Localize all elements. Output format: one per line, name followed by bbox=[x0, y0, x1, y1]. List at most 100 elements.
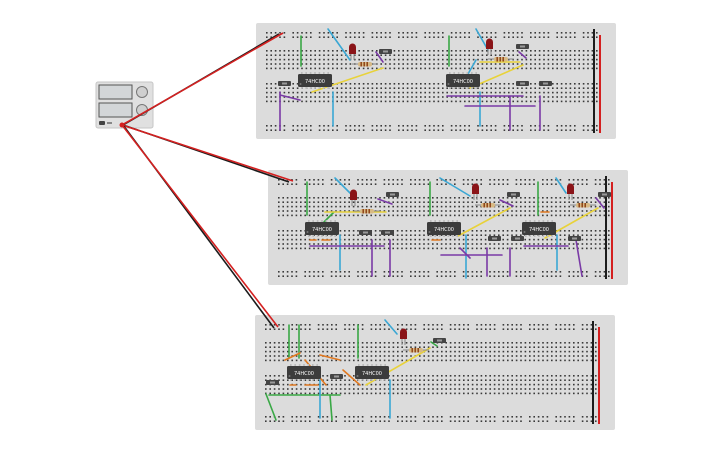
breadboard-hole[interactable] bbox=[376, 96, 378, 98]
breadboard-hole[interactable] bbox=[582, 91, 585, 94]
breadboard-hole[interactable] bbox=[335, 271, 337, 273]
breadboard-hole[interactable] bbox=[502, 214, 504, 217]
breadboard-hole[interactable] bbox=[330, 210, 333, 212]
breadboard-hole[interactable] bbox=[401, 379, 403, 381]
breadboard-hole[interactable] bbox=[362, 83, 365, 85]
breadboard-hole[interactable] bbox=[292, 83, 294, 85]
breadboard-hole[interactable] bbox=[450, 63, 453, 65]
breadboard-hole[interactable] bbox=[542, 328, 544, 330]
breadboard-hole[interactable] bbox=[590, 238, 592, 241]
breadboard-hole[interactable] bbox=[348, 205, 350, 208]
breadboard-hole[interactable] bbox=[383, 238, 386, 241]
breadboard-hole[interactable] bbox=[371, 129, 374, 131]
breadboard-hole[interactable] bbox=[300, 392, 302, 395]
breadboard-hole[interactable] bbox=[577, 275, 579, 277]
breadboard-hole[interactable] bbox=[520, 388, 522, 390]
breadboard-hole[interactable] bbox=[564, 210, 566, 212]
breadboard-hole[interactable] bbox=[423, 379, 425, 381]
breadboard-hole[interactable] bbox=[423, 324, 425, 326]
breadboard-hole[interactable] bbox=[498, 355, 500, 357]
breadboard-hole[interactable] bbox=[396, 210, 399, 212]
breadboard-hole[interactable] bbox=[392, 197, 394, 199]
breadboard-hole[interactable] bbox=[420, 96, 422, 98]
breadboard-hole[interactable] bbox=[332, 54, 334, 56]
breadboard-hole[interactable] bbox=[498, 275, 500, 277]
breadboard-hole[interactable] bbox=[344, 328, 346, 330]
breadboard-hole[interactable] bbox=[503, 96, 506, 98]
breadboard-hole[interactable] bbox=[564, 375, 566, 377]
breadboard-hole[interactable] bbox=[590, 197, 592, 199]
breadboard-hole[interactable] bbox=[440, 197, 443, 199]
breadboard-hole[interactable] bbox=[314, 54, 316, 56]
breadboard-hole[interactable] bbox=[590, 346, 593, 348]
breadboard-hole[interactable] bbox=[594, 183, 597, 185]
breadboard-hole[interactable] bbox=[357, 214, 359, 217]
breadboard-hole[interactable] bbox=[313, 243, 315, 245]
breadboard-hole[interactable] bbox=[480, 379, 483, 381]
breadboard-hole[interactable] bbox=[538, 54, 541, 56]
breadboard-hole[interactable] bbox=[291, 243, 293, 245]
breadboard-hole[interactable] bbox=[273, 355, 276, 357]
breadboard-hole[interactable] bbox=[493, 359, 496, 362]
breadboard-hole[interactable] bbox=[402, 54, 404, 56]
breadboard-hole[interactable] bbox=[405, 214, 408, 217]
breadboard-hole[interactable] bbox=[326, 201, 328, 203]
breadboard-hole[interactable] bbox=[309, 416, 311, 418]
breadboard-hole[interactable] bbox=[569, 63, 572, 65]
breadboard-hole[interactable] bbox=[317, 355, 320, 357]
breadboard-hole[interactable] bbox=[383, 179, 386, 181]
breadboard-hole[interactable] bbox=[543, 54, 545, 56]
breadboard-hole[interactable] bbox=[569, 87, 572, 89]
breadboard-hole[interactable] bbox=[489, 416, 491, 418]
breadboard-hole[interactable] bbox=[564, 234, 566, 236]
breadboard-hole[interactable] bbox=[499, 100, 501, 103]
breadboard-hole[interactable] bbox=[546, 420, 549, 422]
breadboard-hole[interactable] bbox=[467, 383, 469, 386]
breadboard-hole[interactable] bbox=[295, 271, 298, 273]
breadboard-hole[interactable] bbox=[419, 346, 421, 348]
breadboard-hole[interactable] bbox=[405, 346, 408, 348]
breadboard-hole[interactable] bbox=[515, 416, 518, 418]
breadboard-hole[interactable] bbox=[427, 359, 430, 362]
breadboard-hole[interactable] bbox=[565, 50, 567, 52]
breadboard-hole[interactable] bbox=[467, 392, 469, 395]
breadboard-hole[interactable] bbox=[556, 67, 558, 70]
breadboard-hole[interactable] bbox=[300, 388, 302, 390]
breadboard-hole[interactable] bbox=[353, 388, 355, 390]
breadboard-hole[interactable] bbox=[423, 275, 425, 277]
breadboard-hole[interactable] bbox=[414, 243, 416, 245]
breadboard-hole[interactable] bbox=[578, 63, 580, 65]
breadboard-hole[interactable] bbox=[322, 420, 324, 422]
breadboard-hole[interactable] bbox=[326, 420, 329, 422]
breadboard-hole[interactable] bbox=[313, 379, 315, 381]
breadboard-hole[interactable] bbox=[383, 383, 386, 386]
breadboard-hole[interactable] bbox=[559, 420, 562, 422]
breadboard-hole[interactable] bbox=[559, 201, 562, 203]
breadboard-hole[interactable] bbox=[296, 67, 299, 70]
breadboard-hole[interactable] bbox=[441, 388, 443, 390]
breadboard-hole[interactable] bbox=[507, 375, 509, 377]
breadboard-hole[interactable] bbox=[440, 183, 443, 185]
breadboard-hole[interactable] bbox=[516, 67, 519, 70]
breadboard-hole[interactable] bbox=[574, 36, 576, 38]
breadboard-hole[interactable] bbox=[401, 210, 403, 212]
breadboard-hole[interactable] bbox=[354, 83, 356, 85]
breadboard-hole[interactable] bbox=[462, 243, 465, 245]
breadboard-hole[interactable] bbox=[278, 210, 280, 212]
breadboard-hole[interactable] bbox=[499, 87, 501, 89]
breadboard-hole[interactable] bbox=[463, 350, 465, 353]
breadboard-hole[interactable] bbox=[396, 247, 399, 250]
breadboard-hole[interactable] bbox=[317, 420, 320, 422]
breadboard-hole[interactable] bbox=[300, 201, 302, 203]
breadboard-hole[interactable] bbox=[476, 379, 478, 381]
breadboard-hole[interactable] bbox=[481, 129, 484, 131]
breadboard-hole[interactable] bbox=[335, 205, 337, 208]
breadboard-hole[interactable] bbox=[282, 183, 284, 185]
breadboard-hole[interactable] bbox=[437, 91, 440, 94]
breadboard-hole[interactable] bbox=[362, 50, 365, 52]
breadboard-hole[interactable] bbox=[529, 416, 531, 418]
breadboard-hole[interactable] bbox=[265, 416, 267, 418]
breadboard-hole[interactable] bbox=[423, 210, 425, 212]
breadboard-hole[interactable] bbox=[568, 375, 571, 377]
breadboard-hole[interactable] bbox=[437, 32, 440, 34]
